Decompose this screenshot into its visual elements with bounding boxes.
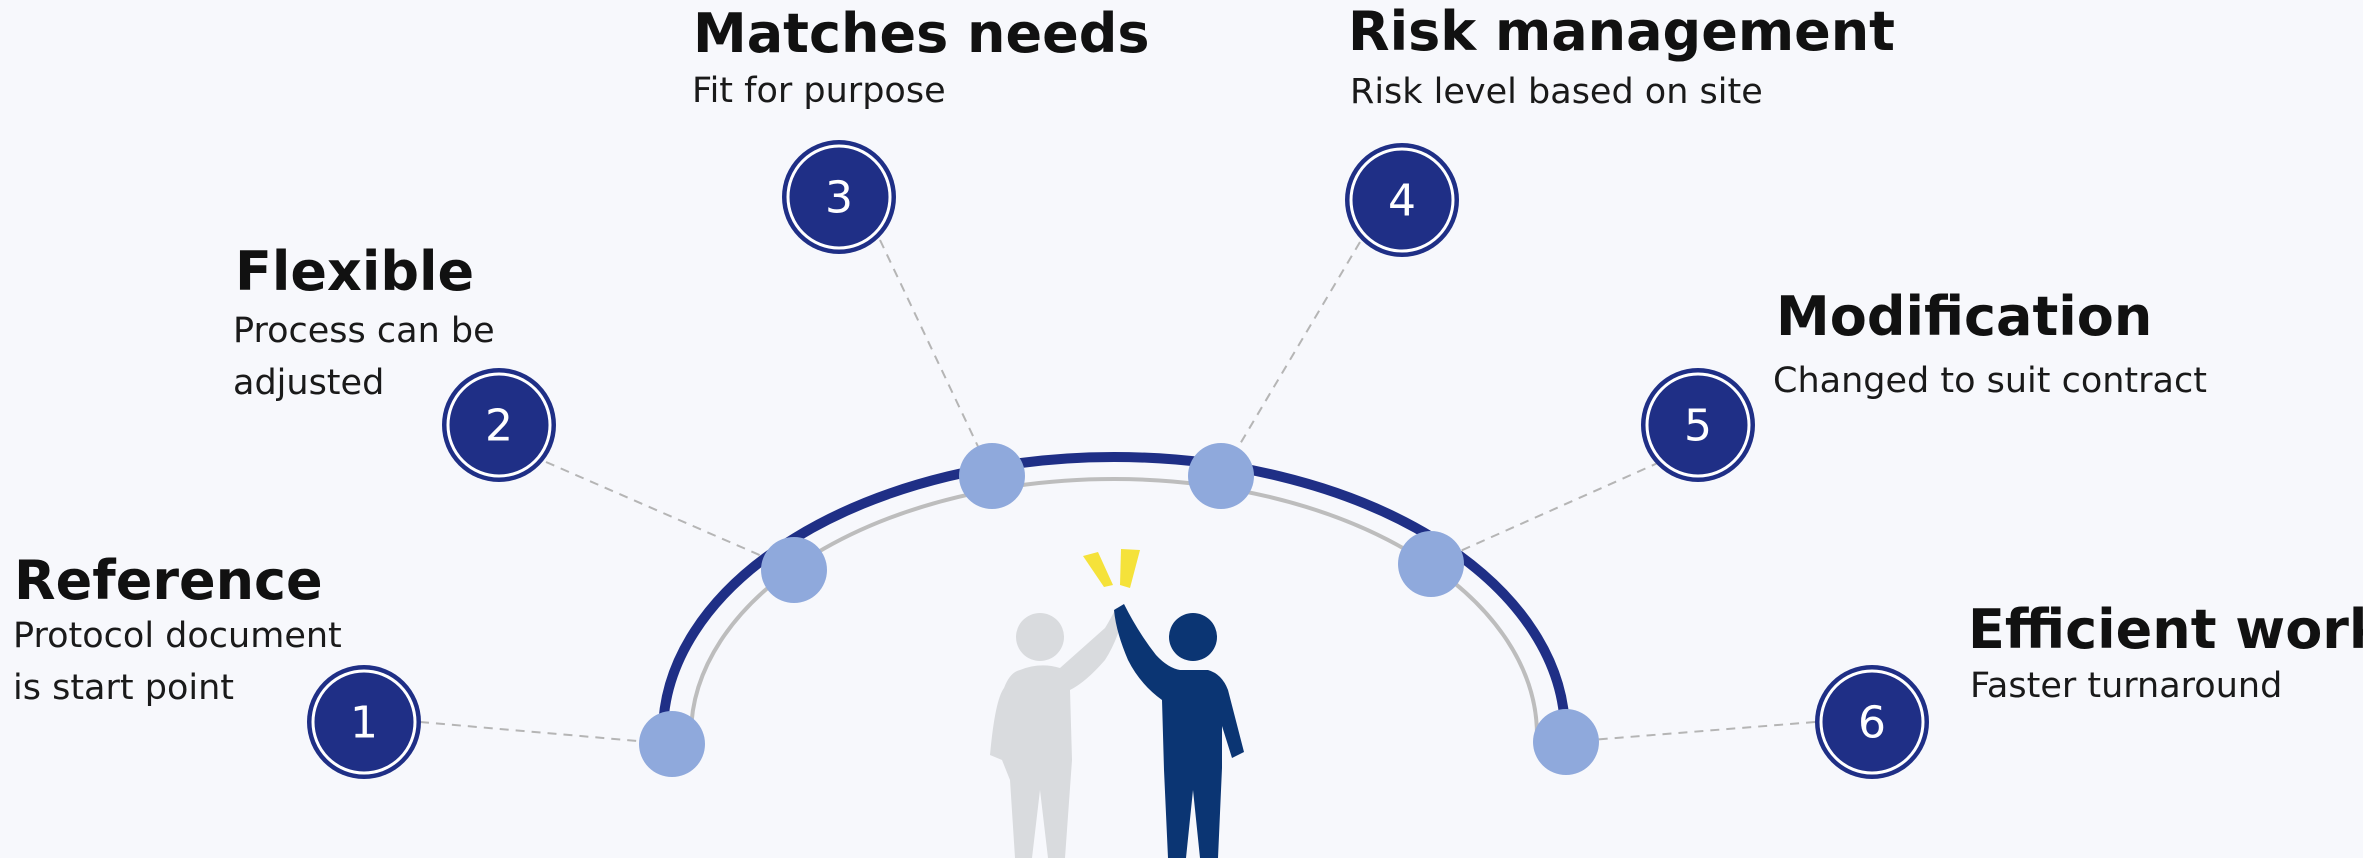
arc-node-2 — [761, 537, 827, 603]
connector-3 — [879, 239, 993, 477]
step-3-title: Matches needs — [693, 2, 1150, 65]
badge-number-2: 2 — [485, 401, 513, 452]
badge-3: 3 — [782, 140, 896, 254]
step-4-description: Risk level based on site — [1350, 72, 1763, 112]
badge-number-1: 1 — [350, 698, 378, 749]
badge-5: 5 — [1641, 368, 1755, 482]
connector-4 — [1220, 241, 1361, 477]
step-4-title: Risk management — [1348, 0, 1895, 63]
connector-1 — [419, 721, 673, 745]
badge-1: 1 — [307, 665, 421, 779]
step-5-title: Modification — [1776, 285, 2153, 348]
badge-number-5: 5 — [1684, 401, 1712, 452]
step-6-title: Efficient work — [1968, 598, 2363, 661]
badge-2: 2 — [442, 368, 556, 482]
person-left — [990, 608, 1124, 858]
arc-node-5 — [1398, 531, 1464, 597]
step-5-description: Changed to suit contract — [1773, 361, 2207, 401]
arc-node-3 — [959, 443, 1025, 509]
connector-5 — [1430, 461, 1661, 565]
spark-right — [1120, 549, 1140, 588]
badge-number-4: 4 — [1388, 176, 1416, 227]
badge-6: 6 — [1815, 665, 1929, 779]
step-2-title: Flexible — [235, 240, 475, 303]
high-five-icon — [990, 549, 1244, 858]
outer-arc — [658, 452, 1570, 738]
arc-node-4 — [1188, 443, 1254, 509]
badge-number-3: 3 — [825, 173, 853, 224]
person-right — [1114, 604, 1244, 858]
badge-4: 4 — [1345, 143, 1459, 257]
inner-arc — [689, 477, 1539, 737]
badge-number-6: 6 — [1858, 698, 1886, 749]
step-1-description: Protocol document is start point — [13, 616, 342, 708]
spark-left — [1083, 552, 1113, 587]
step-2-description: Process can be adjusted — [233, 311, 495, 403]
connector-2 — [545, 461, 795, 571]
connector-lines — [419, 239, 1816, 745]
arc-node-6 — [1533, 709, 1599, 775]
step-3-description: Fit for purpose — [692, 71, 946, 111]
step-6-description: Faster turnaround — [1970, 666, 2283, 706]
arc-node-1 — [639, 711, 705, 777]
step-1-title: Reference — [14, 549, 323, 612]
arc-nodes — [639, 443, 1599, 777]
connector-6 — [1565, 721, 1816, 743]
